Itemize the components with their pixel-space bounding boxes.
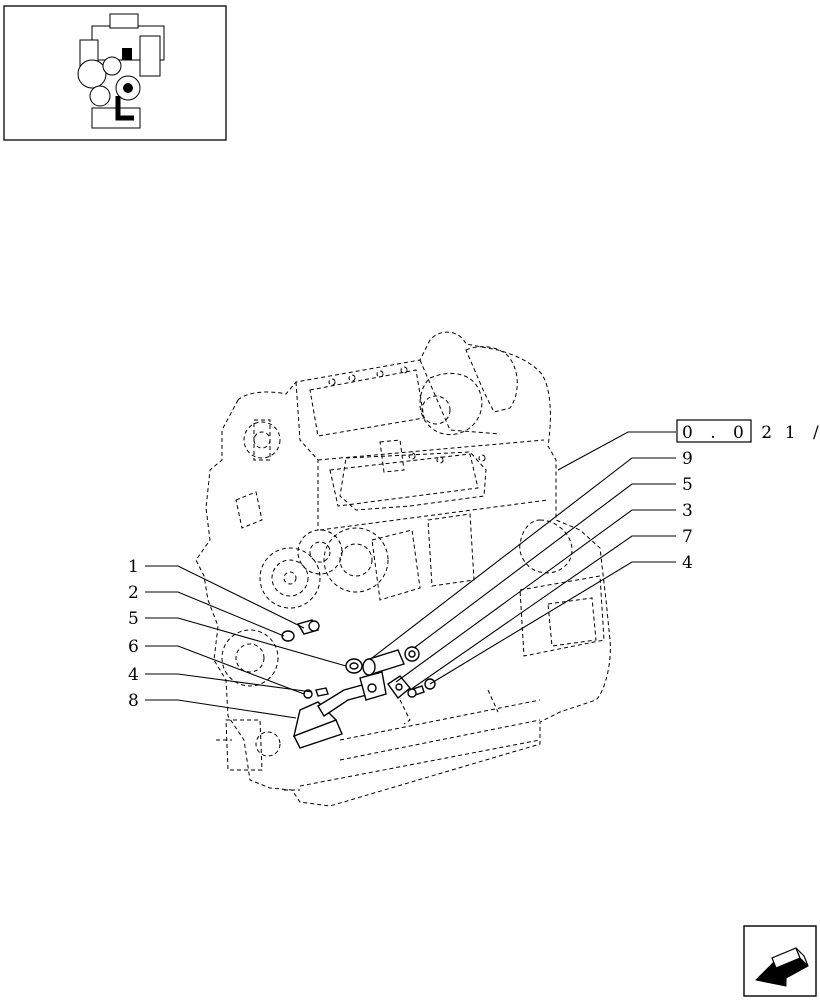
part-5-seal-ring-left <box>345 658 363 674</box>
callout-3: 3 <box>682 501 693 521</box>
part-3-gasket <box>387 675 411 700</box>
reference-suffix-text: . 1 / <box>762 423 820 443</box>
callout-9: 9 <box>682 449 693 469</box>
callout-2: 2 <box>128 583 139 603</box>
callout-7: 7 <box>682 527 693 547</box>
part-1-fitting <box>296 619 320 635</box>
part-2-seal-ring <box>281 630 295 642</box>
reference-label: 0 . 0 2 . 1 / <box>676 419 820 443</box>
leader-lines-left <box>145 565 347 719</box>
leader-lines-right <box>371 431 676 691</box>
callout-4-right: 4 <box>682 553 693 573</box>
part-5-seal-ring-right <box>404 646 420 662</box>
callout-5-left: 5 <box>128 609 139 629</box>
engine-thumbnail <box>3 5 227 141</box>
callout-4-left: 4 <box>128 665 139 685</box>
callouts-right: 9 5 3 7 4 <box>682 449 693 573</box>
part-4-screw-right <box>407 685 425 698</box>
callout-5-right: 5 <box>682 475 693 495</box>
reference-box <box>676 419 752 443</box>
part-9-tube <box>362 649 405 676</box>
callouts-left: 1 2 5 6 4 8 <box>128 557 139 711</box>
part-4-screw-left <box>315 687 329 697</box>
callout-6: 6 <box>128 637 139 657</box>
callout-8: 8 <box>128 691 139 711</box>
engine-thumbnail-icon <box>77 13 165 129</box>
part-8-oil-suction-pipe <box>293 671 387 749</box>
callout-1: 1 <box>128 557 139 577</box>
next-page-arrow-button[interactable] <box>743 925 817 997</box>
next-page-arrow-icon <box>754 947 809 987</box>
reference-boxed-text: 0 . 0 2 <box>682 423 778 443</box>
engine-block-outline <box>195 331 611 807</box>
